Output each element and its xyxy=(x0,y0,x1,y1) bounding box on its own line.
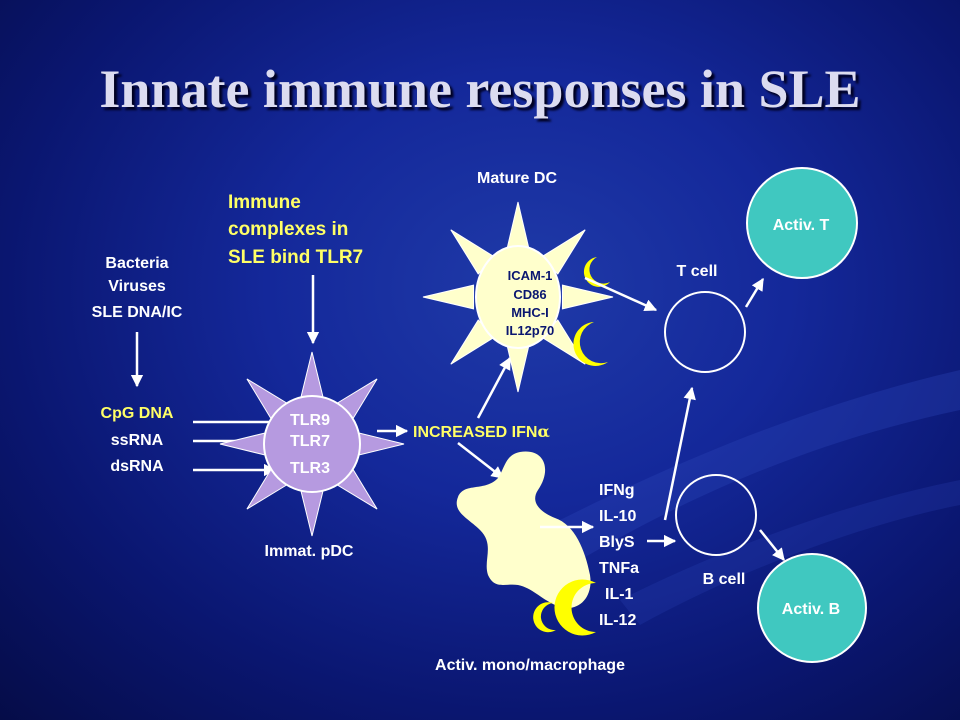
immune-complex-note: Immune complexes in SLE bind TLR7 xyxy=(228,192,363,268)
receptor-tlr7: TLR7 xyxy=(290,433,330,450)
arrow-ifn-to-mature-dc xyxy=(476,356,512,419)
marker-cd86: CD86 xyxy=(513,287,546,302)
arrow-ifn-to-macrophage xyxy=(457,442,504,479)
pdc-label: Immat. pDC xyxy=(265,543,354,560)
macrophage-label: Activ. mono/macrophage xyxy=(435,657,625,674)
mature-dc: ICAM-1 CD86 MHC-I IL12p70 xyxy=(422,201,614,393)
arrow-b-cell-to-activ-b xyxy=(759,529,785,561)
cell-spike xyxy=(299,485,325,537)
t-cell-label: T cell xyxy=(677,263,718,280)
cytokine-il-1: IL-1 xyxy=(605,586,634,603)
pathogen-bacteria: Bacteria xyxy=(105,255,168,272)
slide-title: Innate immune responses in SLE xyxy=(99,59,861,119)
cell-spike xyxy=(422,284,475,310)
ligand-list: CpG DNA ssRNA dsRNA xyxy=(101,405,174,475)
mature-dc-label: Mature DC xyxy=(477,170,557,187)
crescent-icon xyxy=(533,602,556,633)
pathogen-list: Bacteria Viruses SLE DNA/IC xyxy=(92,255,183,321)
marker-mhc-i: MHC-I xyxy=(511,305,549,320)
b-cell xyxy=(675,474,757,556)
pdc-body xyxy=(263,395,361,493)
pathogen-sle-dna-ic: SLE DNA/IC xyxy=(92,304,183,321)
receptor-tlr3: TLR3 xyxy=(290,460,330,477)
ligand-ssrna: ssRNA xyxy=(111,432,164,449)
background-swoosh-2 xyxy=(620,480,960,625)
mature-dc-body xyxy=(475,245,561,349)
cell-spike xyxy=(353,431,405,457)
immune-complex-line-3: SLE bind TLR7 xyxy=(228,247,363,268)
cytokine-il-12: IL-12 xyxy=(599,612,636,629)
cell-spike xyxy=(219,431,271,457)
alpha-symbol: α xyxy=(537,422,549,441)
arrow-t-cell-to-activ-t xyxy=(744,277,765,308)
cell-spike xyxy=(561,284,614,310)
activated-t-label: Activ. T xyxy=(773,217,830,234)
arrow-cytokines-to-t-cell xyxy=(663,386,696,521)
cytokine-list: IFNg IL-10 BlyS TNFa IL-1 IL-12 xyxy=(599,482,639,629)
macrophage-body xyxy=(456,451,591,609)
crescent-icon xyxy=(573,322,608,366)
arrow-dc-to-t-cell xyxy=(584,276,658,312)
cytokine-tnfa: TNFa xyxy=(599,560,639,577)
activated-b-label: Activ. B xyxy=(782,601,840,618)
immature-pdc: TLR9 TLR7 TLR3 xyxy=(219,351,405,537)
activated-t-cell xyxy=(746,167,858,279)
marker-il12p70: IL12p70 xyxy=(506,323,554,338)
cell-spike xyxy=(505,340,531,393)
immune-complex-line-1: Immune xyxy=(228,192,301,213)
cytokine-ifng: IFNg xyxy=(599,482,635,499)
immune-complex-line-2: complexes in xyxy=(228,219,348,240)
ligand-dsrna: dsRNA xyxy=(110,458,164,475)
marker-icam-1: ICAM-1 xyxy=(508,268,553,283)
cytokine-blys: BlyS xyxy=(599,534,635,551)
receptor-tlr9: TLR9 xyxy=(290,412,330,429)
background-swoosh xyxy=(560,370,960,560)
b-cell-label: B cell xyxy=(703,571,746,588)
pathogen-viruses: Viruses xyxy=(108,278,166,295)
cell-spike xyxy=(299,351,325,403)
increased-ifn-text: INCREASED IFN xyxy=(413,424,537,441)
cell-spike xyxy=(505,201,531,254)
ligand-cpg-dna: CpG DNA xyxy=(101,405,174,422)
crescent-icon xyxy=(554,579,596,636)
t-cell xyxy=(664,291,746,373)
cytokine-il-10: IL-10 xyxy=(599,508,636,525)
increased-ifn-label: INCREASED IFNα xyxy=(413,422,550,441)
activated-b-cell xyxy=(757,553,867,663)
